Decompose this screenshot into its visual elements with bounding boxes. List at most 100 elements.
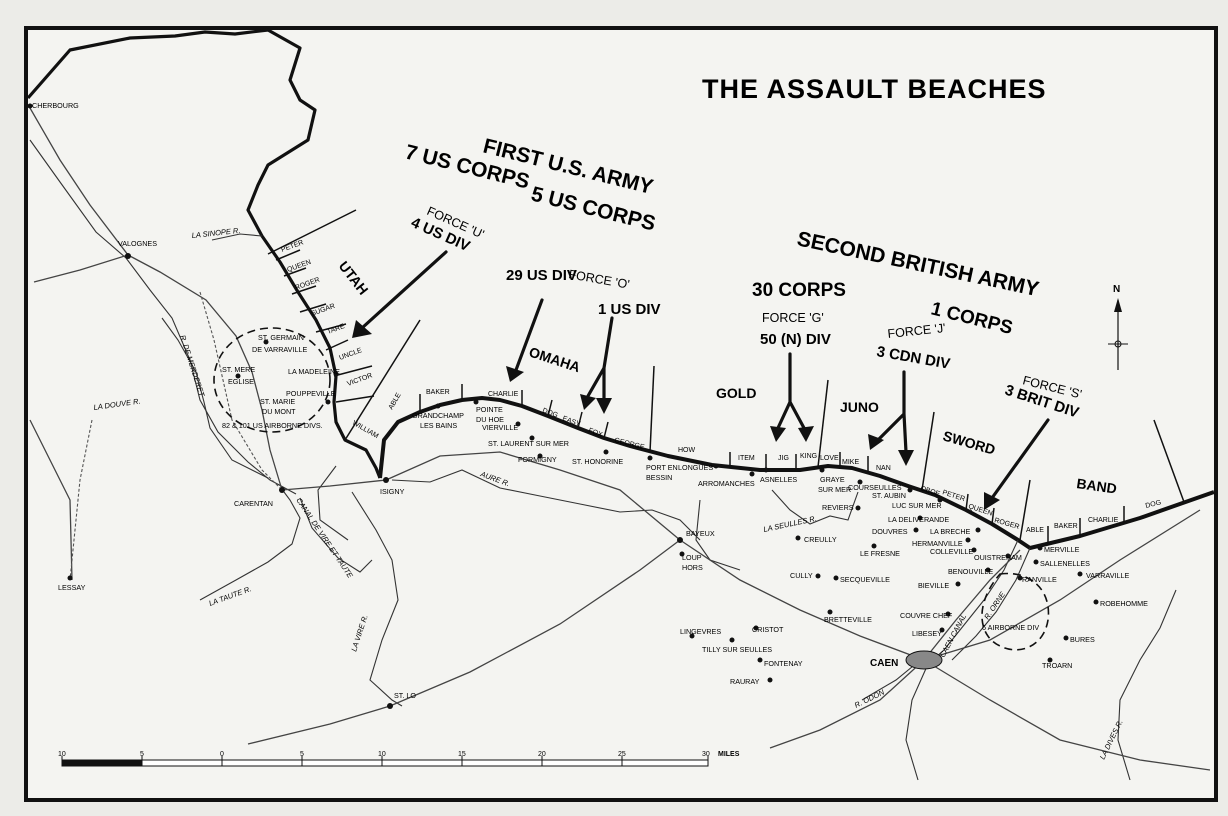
force-g-label: FORCE 'G' (762, 311, 824, 325)
road-caen-southwest (769, 659, 925, 749)
town-pouppeville: POUPPEVILLE (286, 389, 336, 398)
town-bieville: BIEVILLE (918, 581, 949, 590)
sector-charlie-1: CHARLIE (488, 391, 519, 398)
beach-coastline (378, 396, 1215, 550)
town-troarn: TROARN (1042, 661, 1072, 670)
town-le-fresne: LE FRESNE (860, 549, 900, 558)
scale-tick-0: 10 (58, 751, 66, 758)
town-vierville: VIERVILLE (482, 423, 518, 432)
town-colleville: COLLEVILLE (930, 547, 973, 556)
town-arromanches: ARROMANCHES (698, 479, 755, 488)
river-douve (29, 139, 297, 495)
scale-tick-3: 5 (300, 751, 304, 758)
arrow-force-j (876, 370, 908, 454)
river-sinope (211, 233, 263, 241)
river-vire-label: LA VIRE R. (349, 614, 369, 653)
town-formigny: FORMIGNY (518, 455, 557, 464)
juno-beach-label: JUNO (840, 399, 879, 415)
town-isigny: ISIGNY (380, 487, 405, 496)
sector-item: ITEM (738, 455, 755, 462)
road-caen-southeast (923, 659, 1211, 771)
sector-nan: NAN (876, 465, 891, 472)
sector-george: GEORGE (614, 437, 646, 451)
sector-uncle: UNCLE (338, 347, 363, 362)
force-j-label: FORCE 'J' (887, 321, 946, 341)
river-odon-label: R. ODON (853, 687, 886, 709)
scale-unit: MILES (718, 751, 740, 758)
caen-canal (951, 547, 1031, 661)
map-frame (24, 26, 1218, 802)
town-lingevres: LINGEVRES (680, 627, 721, 636)
river-douve-label: LA DOUVE R. (93, 396, 141, 411)
town-st-mere: ST. MERE (222, 365, 255, 374)
river-dives (1117, 589, 1177, 781)
force-o-label: FORCE 'O' (567, 267, 630, 292)
town-st-aubin: ST. AUBIN (872, 491, 906, 500)
us-airborne-label: 82 & 101 US AIRBORNE DIVS. (222, 421, 323, 430)
canal-vire-taute (299, 497, 373, 573)
road-bayeux-caen (679, 539, 925, 661)
sector-victor: VICTOR (346, 372, 373, 388)
town-fontenay: FONTENAY (764, 659, 803, 668)
br-30-corps-label: 30 CORPS (752, 280, 846, 301)
scale-tick-5: 15 (458, 751, 466, 758)
town-sur-mer: SUR MER (818, 485, 851, 494)
town-cherbourg: CHERBOURG (32, 101, 79, 110)
british-airborne-zone (981, 572, 1050, 651)
scale-tick-2: 0 (220, 751, 224, 758)
scale-tick-8: 30 (702, 751, 710, 758)
road-carentan-isigny (281, 479, 387, 491)
town-du-mont: DU MONT (262, 407, 296, 416)
50-n-div-label: 50 (N) DIV (760, 331, 831, 348)
arrow-1-us-div (586, 316, 614, 402)
arrow-force-u (360, 250, 448, 330)
arrow-force-s (990, 418, 1050, 500)
band-beach-label: BAND (1076, 475, 1118, 496)
sector-fox: FOX (587, 427, 603, 439)
sector-sugar: SUGAR (310, 303, 336, 318)
road-caen-ouistreham (923, 549, 1021, 661)
town-st-marie: ST. MARIE (260, 397, 295, 406)
sector-oboe: OBOE (919, 485, 941, 498)
sector-peter-1: PETER (280, 239, 304, 254)
town-markers (27, 103, 1099, 709)
town-les-bains: LES BAINS (420, 421, 457, 430)
sector-baker-1: BAKER (426, 389, 450, 396)
road-isigny-bayeux (385, 451, 681, 541)
caen-city-area (905, 650, 943, 670)
town-la-madeleine: LA MADELEINE (288, 367, 340, 376)
town-cristot: CRISTOT (752, 625, 784, 634)
sector-roger-2: ROGER (993, 517, 1020, 531)
town-la-deliverande: LA DELIVERANDE (888, 515, 949, 524)
compass-rose (1108, 298, 1128, 370)
3-cdn-div-label: 3 CDN DIV (875, 343, 951, 373)
town-robehomme: ROBEHOMME (1100, 599, 1148, 608)
scale-tick-6: 20 (538, 751, 546, 758)
town-cully: CULLY (790, 571, 813, 580)
road-valognes-carentan (127, 254, 283, 491)
sector-dog-1: DOG (541, 407, 558, 419)
arrow-force-g (776, 352, 806, 430)
town-pointe: POINTE (476, 405, 503, 414)
utah-beach-label: UTAH (336, 258, 372, 298)
town-courseulles: COURSEULLES (848, 483, 902, 492)
road-lessay (29, 419, 73, 581)
river-odon (861, 661, 919, 701)
town-ouistreham: OUISTREHAM (974, 553, 1022, 562)
road-stlo-bayeux (247, 539, 681, 745)
1-us-div-label: 1 US DIV (598, 301, 661, 318)
river-seulles (771, 489, 859, 525)
town-bretteville: BRETTEVILLE (824, 615, 872, 624)
town-rauray: RAURAY (730, 677, 760, 686)
river-orne (905, 539, 1019, 781)
river-aure (391, 469, 701, 541)
sector-charlie-2: CHARLIE (1088, 517, 1119, 524)
sector-queen-1: QUEEN (286, 259, 312, 274)
town-valognes: VALOGNES (118, 239, 157, 248)
town-libesey: LIBESEY (912, 629, 942, 638)
river-seulles-label: LA SEULLES R. (763, 514, 818, 534)
river-vire (351, 491, 403, 707)
sector-dog-2: DOG (1145, 499, 1162, 510)
29-us-div-label: 29 US DIV (506, 267, 577, 284)
